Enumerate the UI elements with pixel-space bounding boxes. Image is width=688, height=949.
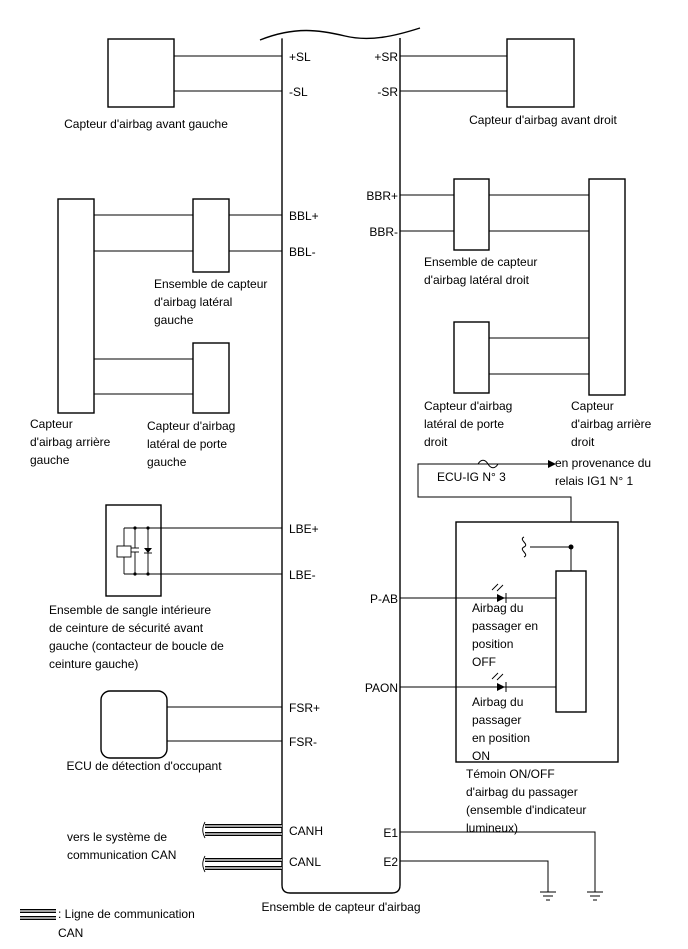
lamp-off-label: Airbag du passager en position OFF [472,601,541,669]
diode-icon [144,548,152,553]
ground-connections [400,831,603,901]
door-left-sensor-box [192,342,230,414]
side-left-sensor-label: Ensemble de capteur d'airbag latéral gau… [154,277,271,327]
front-right-sensor-box [506,38,575,108]
pin-e2: E2 [383,855,398,869]
rear-right-sensor-label: Capteur d'airbag arrière droit [571,399,655,449]
pin-lbe-pos: LBE+ [289,522,319,536]
fuse-icon [477,459,499,469]
pin-bbl-pos: BBL+ [289,209,319,223]
pin-canh: CANH [289,824,323,838]
ground-icon-e2 [540,891,556,901]
pin-e1: E1 [383,826,398,840]
indicator-ic-box [555,570,587,713]
pin-bbl-neg: BBL- [289,245,316,259]
side-left-sensor-box [192,198,230,273]
pin-fsr-neg: FSR- [289,735,317,749]
buckle-switch-box [105,504,162,597]
pin-paon: PAON [365,681,398,695]
pin-p-ab: P-AB [370,592,398,606]
buckle-switch-label: Ensemble de sangle intérieure de ceintur… [49,603,227,671]
pin-sl-pos: +SL [289,50,311,64]
door-right-sensor-label: Capteur d'airbag latéral de porte droit [424,399,516,449]
passenger-airbag-indicator: Airbag du passager en position OFF Airba… [400,521,619,835]
side-right-sensor-box [453,178,490,251]
led-on-icon [497,683,505,691]
right-side-sensors: Ensemble de capteur d'airbag latéral dro… [400,178,655,449]
buckle-switch-assembly: Ensemble de sangle intérieure de ceintur… [49,504,282,671]
indicator-label: Témoin ON/OFF d'airbag du passager (ense… [466,767,590,835]
relay-label: en provenance du relais IG1 N° 1 [555,456,654,488]
fuse-label: ECU-IG N° 3 [437,470,506,484]
legend-label-line1: : Ligne de communication [58,907,195,921]
pin-canl: CANL [289,855,321,869]
legend: : Ligne de communication CAN [20,907,195,940]
pin-bbr-neg: BBR- [369,225,398,239]
front-right-sensor-label: Capteur d'airbag avant droit [469,113,617,127]
occupant-detection-ecu: ECU de détection d'occupant [66,690,282,773]
pin-lbe-neg: LBE- [289,568,316,582]
legend-label-line2: CAN [58,926,83,940]
arrow-icon [548,460,556,468]
rear-right-sensor-box [588,178,626,396]
side-right-sensor-label: Ensemble de capteur d'airbag latéral dro… [424,255,541,287]
pin-sr-pos: +SR [374,50,398,64]
airbag-sensor-ecu: Ensemble de capteur d'airbag [259,27,421,914]
front-left-sensor: Capteur d'airbag avant gauche [64,38,282,131]
front-left-sensor-label: Capteur d'airbag avant gauche [64,117,228,131]
occupant-ecu-label: ECU de détection d'occupant [66,759,222,773]
rear-left-sensor-box [57,198,95,414]
left-side-sensors: Ensemble de capteur d'airbag latéral gau… [30,198,282,469]
front-right-sensor: Capteur d'airbag avant droit [400,38,618,127]
pin-sr-neg: -SR [377,85,398,99]
pin-bbr-pos: BBR+ [366,189,398,203]
door-left-sensor-label: Capteur d'airbag latéral de porte gauche [147,419,239,469]
pin-fsr-pos: FSR+ [289,701,320,715]
ground-icon-e1 [587,891,603,901]
indicator-box [455,521,619,763]
pin-sl-neg: -SL [289,85,308,99]
rear-left-sensor-label: Capteur d'airbag arrière gauche [30,417,114,467]
can-lines: vers le système de communication CAN [67,821,282,873]
led-off-icon [497,594,505,602]
wave-icon [521,536,527,558]
lamp-on-label: Airbag du passager en position ON [472,695,533,763]
door-right-sensor-box [453,321,490,394]
occupant-ecu-box [100,690,168,759]
ig-power-feed: ECU-IG N° 3 en provenance du relais IG1 … [417,456,654,547]
can-system-label: vers le système de communication CAN [67,830,176,862]
front-left-sensor-box [107,38,175,108]
ecu-label: Ensemble de capteur d'airbag [261,900,420,914]
